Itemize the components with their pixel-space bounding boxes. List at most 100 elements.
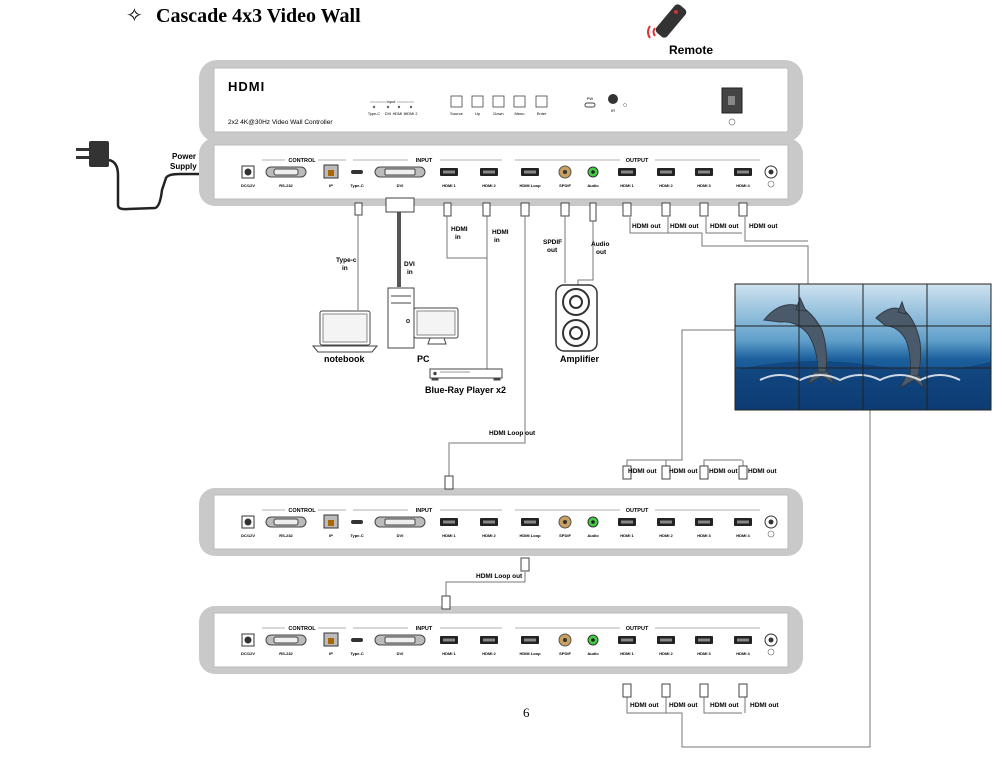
hdmi-plug	[738, 202, 748, 217]
group-output-label: OUTPUT	[626, 508, 649, 514]
front-button-1[interactable]	[471, 95, 484, 108]
pw-label: PW	[587, 96, 594, 101]
group-input-label: INPUT	[416, 158, 433, 164]
input-led-label: HDMI 2	[405, 112, 418, 116]
port-label: HDMI 1	[620, 651, 634, 656]
port-label: HDMI 2	[659, 183, 673, 188]
power-label-2: Supply	[170, 162, 197, 171]
hdmi-out-label: HDMI out	[670, 223, 699, 230]
hdmi-in-a-label-1: HDMI	[451, 226, 468, 233]
port-label: HDMI Loop	[519, 183, 541, 188]
hdmi-plug	[699, 683, 709, 698]
port-label: HDMI 1	[620, 183, 634, 188]
front-button-label: Menu	[514, 111, 524, 116]
port-label: SPDIF	[559, 651, 571, 656]
hdmi-plug	[661, 683, 671, 698]
front-button-label: Up	[475, 111, 481, 116]
hdmi-in-b-label-2: in	[494, 237, 500, 244]
group-output-label: OUTPUT	[626, 626, 649, 632]
typec-in-label-1: Type-c	[336, 257, 357, 264]
page-title: Cascade 4x3 Video Wall	[156, 5, 361, 27]
port-label: HDMI 1	[442, 533, 456, 538]
heading-bullet: ✧	[126, 5, 143, 27]
hdmi-plug	[622, 202, 632, 217]
front-button-3[interactable]	[513, 95, 526, 108]
controller-front-panel: HDMI 2x2 4K@30Hz Video Wall Controller I…	[199, 60, 803, 142]
port-label: HDMI Loop	[519, 651, 541, 656]
port-label: IP	[329, 533, 333, 538]
port-label: DC/12V	[241, 533, 255, 538]
rear-panel-3: CONTROL INPUT OUTPUT DC/12V RS-232 IP Type-C DV…	[199, 606, 803, 674]
hdmi-plug	[738, 465, 748, 480]
group-input-label: INPUT	[416, 626, 433, 632]
cabling	[354, 197, 871, 748]
hdmi-out-label: HDMI out	[669, 702, 698, 709]
hdmi-plug	[622, 683, 632, 698]
port-label: DVI	[397, 183, 404, 188]
port-label: HDMI 2	[659, 533, 673, 538]
hdmi-logo: HDMI	[228, 79, 265, 94]
port-label: DC/12V	[241, 651, 255, 656]
notebook-icon	[311, 310, 379, 353]
input-led	[386, 105, 390, 109]
port-label: HDMI 3	[697, 183, 711, 188]
port-label: RS-232	[279, 651, 293, 656]
pc-icon	[387, 287, 459, 349]
hdmi-plug	[622, 465, 632, 480]
power-label-1: Power	[172, 152, 196, 161]
video-wall	[734, 283, 992, 411]
audio-out-label-2: out	[596, 249, 607, 256]
hdmi-plug	[699, 202, 709, 217]
hdmi-out-label: HDMI out	[630, 702, 659, 709]
ir-label: IR	[611, 108, 615, 113]
port-label: HDMI 2	[482, 183, 496, 188]
port-label: IP	[329, 183, 333, 188]
group-control-label: CONTROL	[288, 508, 316, 514]
hdmi-plug	[738, 683, 748, 698]
front-button-2[interactable]	[492, 95, 505, 108]
port-label: DVI	[397, 533, 404, 538]
hdmi-loop-out-label-1: HDMI Loop out	[489, 430, 536, 437]
port-label: HDMI 3	[697, 533, 711, 538]
bluray-count-label: x2	[496, 385, 506, 395]
audio-out-label-1: Audio	[591, 241, 609, 248]
hdmi-out-label: HDMI out	[750, 702, 779, 709]
port-label: HDMI Loop	[519, 533, 541, 538]
port-label: Audio	[587, 533, 599, 538]
notebook-label: notebook	[324, 354, 365, 364]
hdmi-plug	[661, 202, 671, 217]
port-label: HDMI 1	[442, 651, 456, 656]
remote-label: Remote	[669, 43, 713, 57]
port-label: RS-232	[279, 533, 293, 538]
port-label: HDMI 2	[482, 651, 496, 656]
port-label: HDMI 1	[442, 183, 456, 188]
group-control-label: CONTROL	[288, 158, 316, 164]
port-label: Type-C	[350, 533, 363, 538]
port-label: HDMI 4	[736, 533, 750, 538]
input-led-label: HDMI 1	[393, 112, 406, 116]
port-label: HDMI 3	[697, 651, 711, 656]
port-label: Type-C	[350, 651, 363, 656]
port-label: IP	[329, 651, 333, 656]
front-button-4[interactable]	[535, 95, 548, 108]
front-button-0[interactable]	[450, 95, 463, 108]
spdif-out-label-1: SPDIF	[543, 239, 562, 246]
port-label: Audio	[587, 183, 599, 188]
port-label: HDMI 1	[620, 533, 634, 538]
input-led-label: DVI	[385, 112, 391, 116]
group-control-label: CONTROL	[288, 626, 316, 632]
port-label: HDMI 4	[736, 183, 750, 188]
port-label: Audio	[587, 651, 599, 656]
port-label: SPDIF	[559, 533, 571, 538]
page-number: 6	[523, 705, 530, 720]
port-label: RS-232	[279, 183, 293, 188]
hdmi-out-label: HDMI out	[748, 468, 777, 475]
hdmi-out-label: HDMI out	[632, 223, 661, 230]
port-label: HDMI 2	[482, 533, 496, 538]
input-led-title: Input	[387, 99, 397, 104]
port-label: DVI	[397, 651, 404, 656]
power-switch-led	[584, 102, 596, 108]
hdmi-out-label: HDMI out	[709, 468, 738, 475]
